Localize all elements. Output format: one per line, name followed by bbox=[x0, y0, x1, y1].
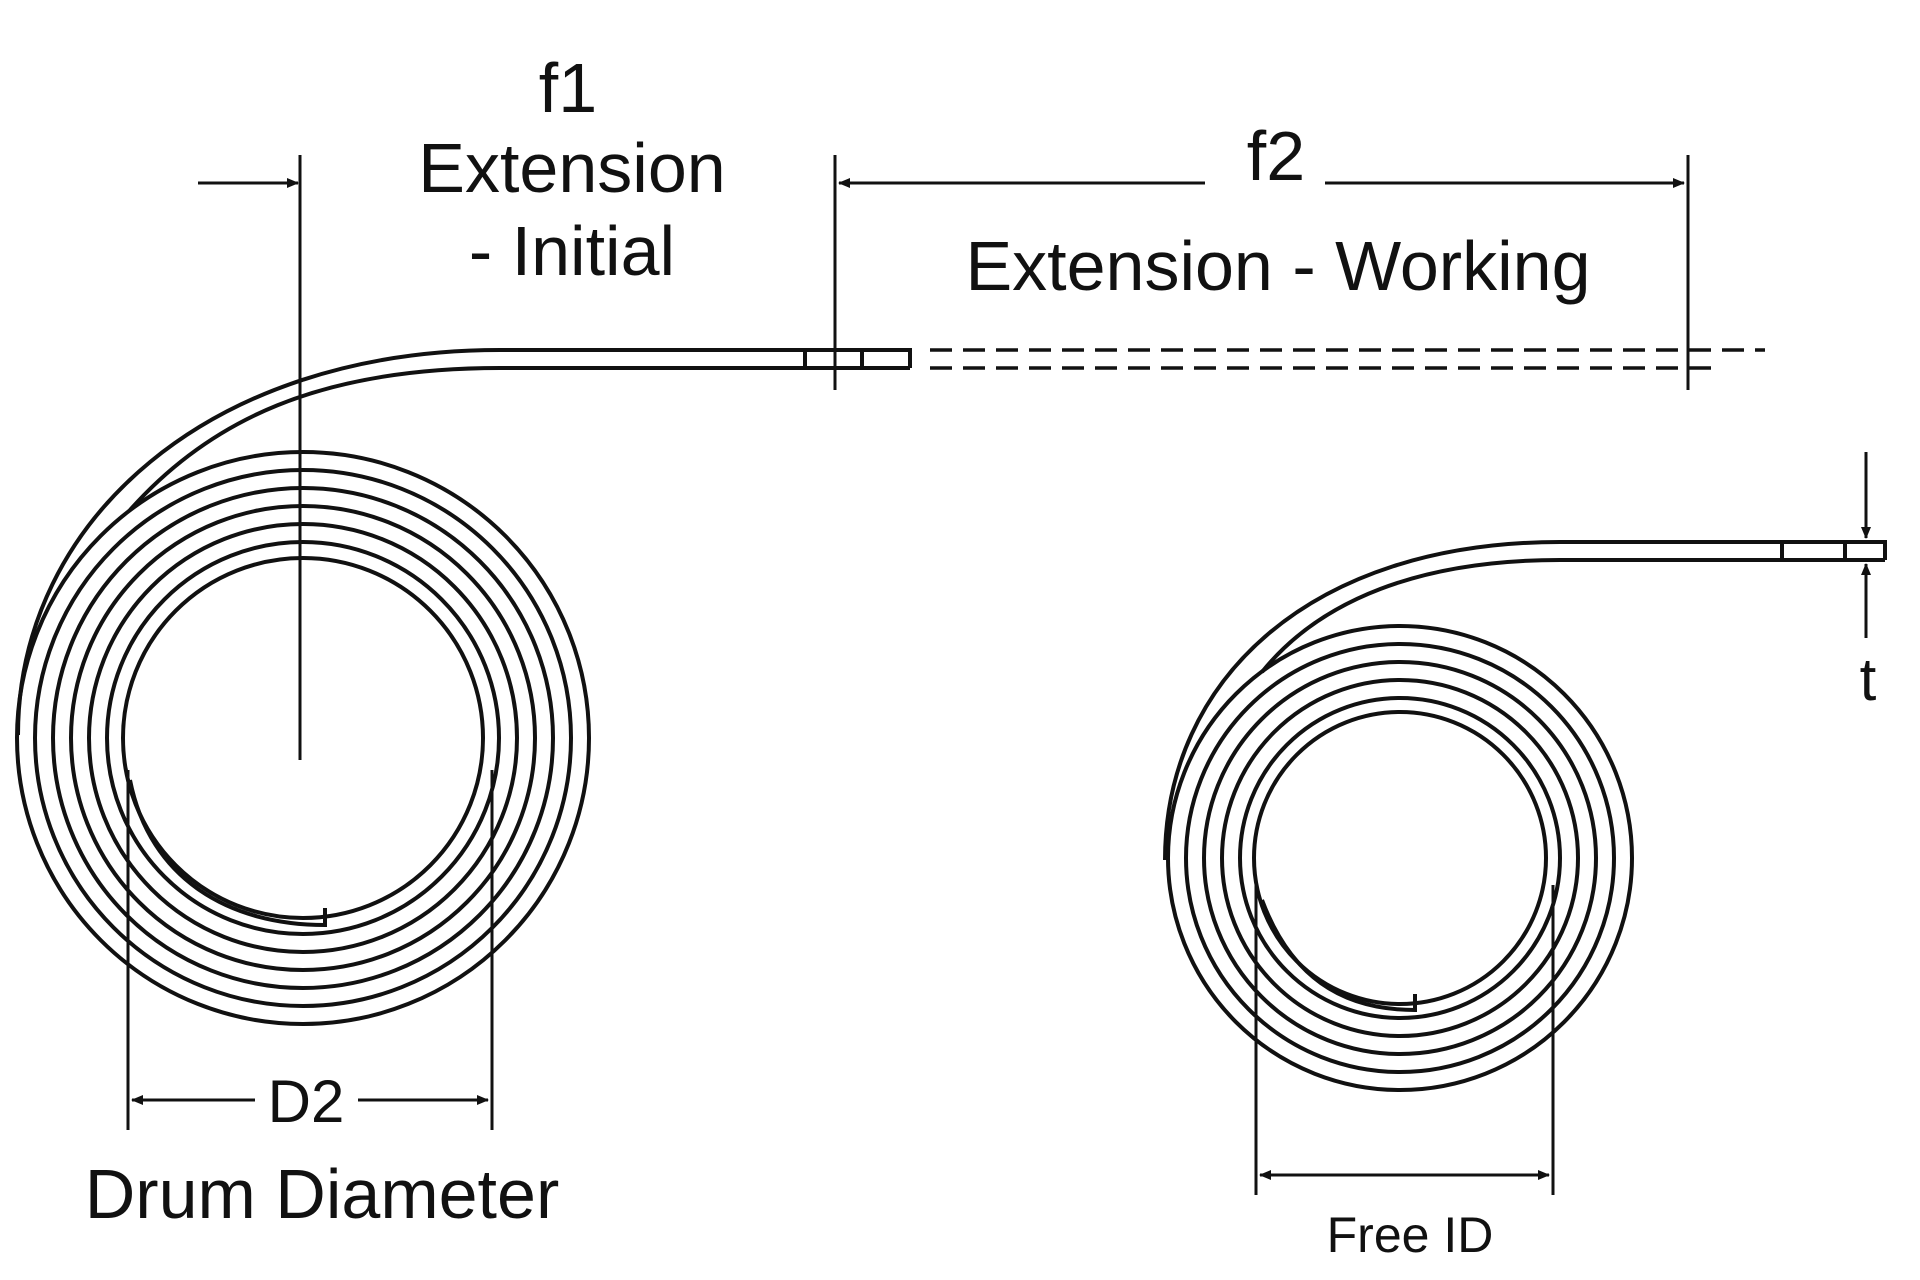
f2-desc: Extension - Working bbox=[965, 227, 1590, 305]
free-id-label: Free ID bbox=[1327, 1207, 1494, 1263]
f2-label: f2 bbox=[1247, 117, 1305, 195]
extended-spring bbox=[15, 348, 912, 1026]
spring-strip-outer-edge bbox=[16, 348, 912, 736]
free-strip-inner-tail bbox=[1260, 899, 1417, 1013]
free-coil bbox=[1166, 624, 1634, 1092]
drum-diameter-label: Drum Diameter bbox=[85, 1155, 560, 1233]
d2-label: D2 bbox=[268, 1068, 345, 1135]
f1-label: f1 bbox=[539, 49, 597, 127]
spring-strip-inner-edge bbox=[128, 366, 910, 512]
t-label: t bbox=[1860, 646, 1877, 713]
free-strip-outer-edge bbox=[1163, 540, 1887, 861]
free-spring bbox=[1163, 540, 1887, 1092]
strip-inner-tail bbox=[128, 779, 327, 928]
free-strip-inner-edge bbox=[1260, 558, 1885, 674]
drum-coil bbox=[15, 450, 591, 1026]
f1-desc-line2: - Initial bbox=[469, 212, 675, 290]
f1-desc-line1: Extension bbox=[418, 129, 725, 207]
